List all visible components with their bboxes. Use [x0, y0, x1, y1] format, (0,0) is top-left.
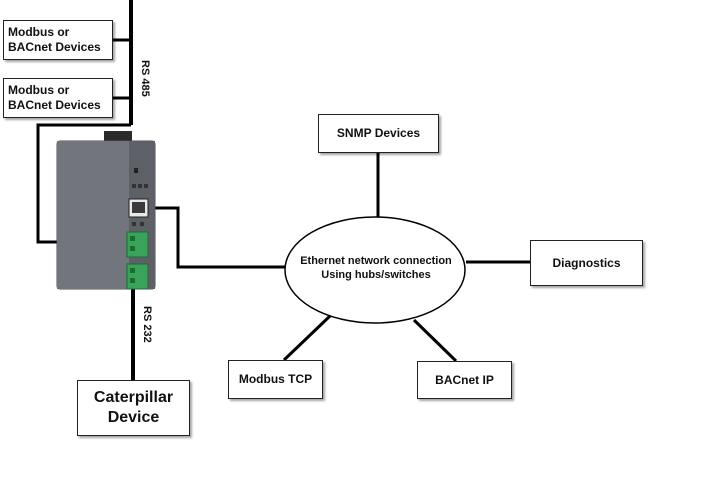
- caterpillar-device-box: Caterpillar Device: [77, 380, 190, 436]
- spoke-modbus-tcp: [282, 314, 332, 362]
- modbus-tcp-label: Modbus TCP: [238, 372, 313, 386]
- network-ellipse: [284, 216, 466, 324]
- diagnostics-box: Diagnostics: [530, 240, 643, 286]
- snmp-devices-label: SNMP Devices: [336, 126, 421, 140]
- caterpillar-device-label: Caterpillar Device: [93, 389, 174, 426]
- network-ellipse-label: Ethernet network connection Using hubs/s…: [300, 255, 452, 281]
- bacnet-ip-label: BACnet IP: [435, 372, 494, 387]
- spoke-bacnet-ip: [412, 318, 458, 363]
- modbus-tcp-box: Modbus TCP: [228, 360, 323, 399]
- rs232-label: RS 232: [141, 306, 153, 343]
- modbus-bacnet-box-top: Modbus or BACnet Devices: [3, 20, 113, 60]
- gateway-device: [56, 131, 156, 290]
- diagnostics-label: Diagnostics: [552, 255, 621, 270]
- ethernet-cable-line: [148, 206, 288, 269]
- modbus-bacnet-box-mid: Modbus or BACnet Devices: [3, 78, 113, 118]
- modbus-bacnet-top-label: Modbus or BACnet Devices: [8, 25, 101, 54]
- bacnet-ip-box: BACnet IP: [417, 361, 512, 399]
- rs485-label: RS 485: [139, 60, 151, 97]
- snmp-devices-box: SNMP Devices: [318, 114, 439, 153]
- modbus-bacnet-mid-label: Modbus or BACnet Devices: [8, 83, 101, 112]
